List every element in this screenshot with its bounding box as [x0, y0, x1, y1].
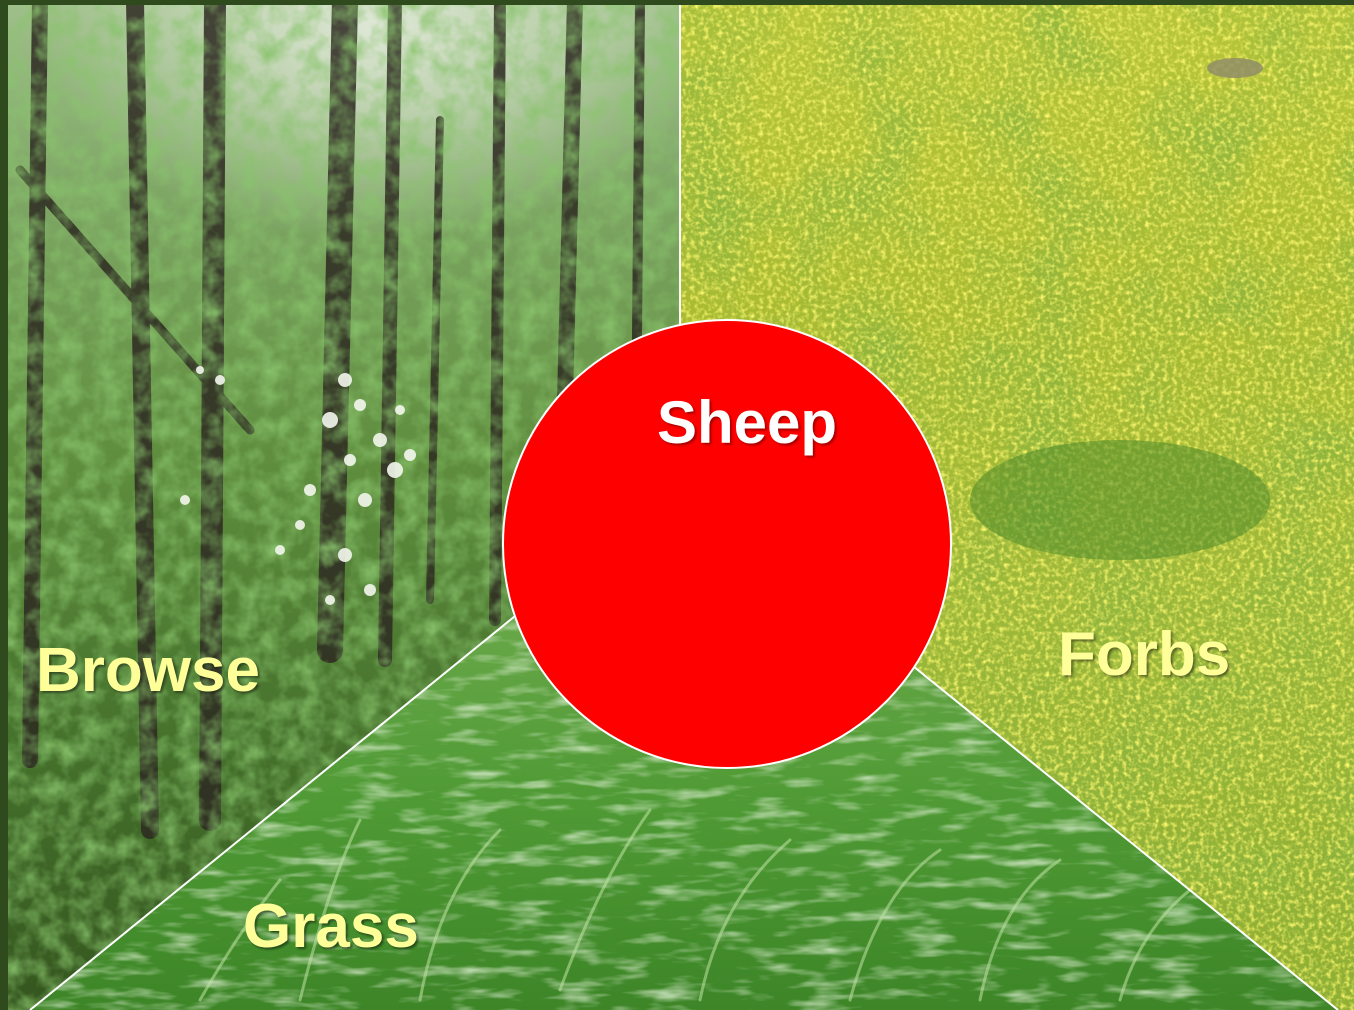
browse-label: Browse: [36, 640, 260, 702]
frame-top: [0, 0, 1354, 5]
center-circle: [503, 320, 951, 768]
forbs-label: Forbs: [1058, 624, 1230, 686]
center-label: Sheep: [657, 393, 837, 453]
frame-left: [0, 0, 8, 1010]
grass-label: Grass: [243, 896, 419, 958]
